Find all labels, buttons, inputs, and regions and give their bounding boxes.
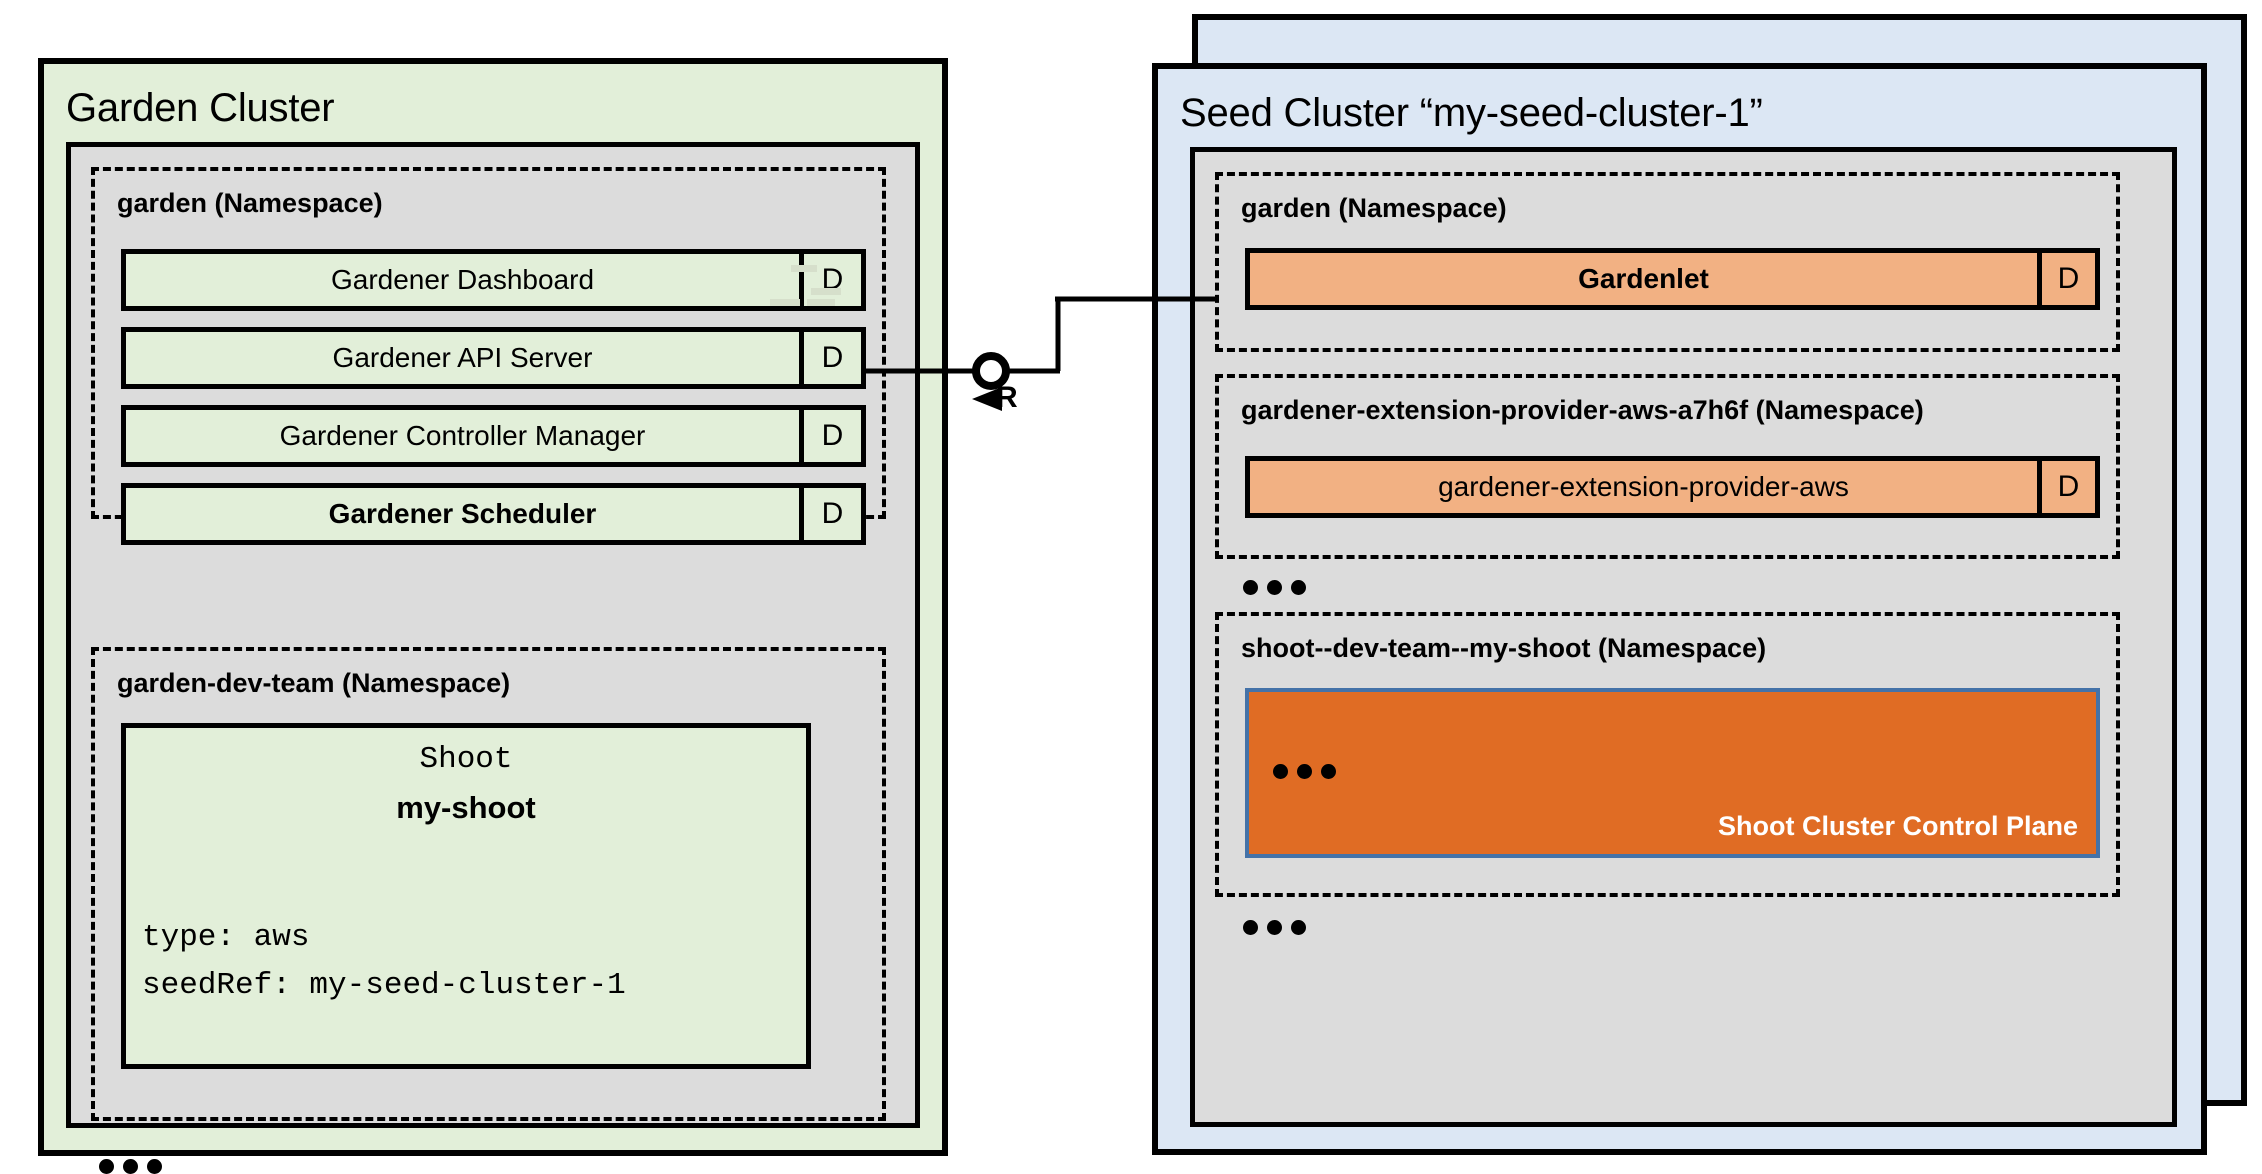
deployment-badge: D <box>799 488 861 540</box>
component-gardener-scheduler[interactable]: Gardener Scheduler D <box>121 483 866 545</box>
component-gardenlet-label: Gardenlet <box>1578 263 1709 294</box>
garden-cluster-title: Garden Cluster <box>66 86 335 130</box>
component-gardener-api-server-label: Gardener API Server <box>332 342 593 373</box>
seed-cluster-body: garden (Namespace) Gardenlet D gardener-… <box>1190 147 2177 1127</box>
component-gardener-dashboard[interactable]: Gardener Dashboard D <box>121 249 866 311</box>
namespace-shoot-dev-team-my-shoot-label: shoot--dev-team--my-shoot (Namespace) <box>1241 633 1767 663</box>
component-gardener-extension-provider-aws[interactable]: gardener-extension-provider-aws D <box>1245 456 2100 518</box>
seed-more-indicator-middle-icon <box>1243 580 1306 595</box>
component-gardener-dashboard-label: Gardener Dashboard <box>330 264 595 295</box>
control-plane-more-indicator-icon <box>1273 764 1336 779</box>
shoot-field-seedref: seedRef: my-seed-cluster-1 <box>142 968 626 1003</box>
garden-cluster-body: garden (Namespace) Gardener Dashboard D … <box>66 142 920 1174</box>
shoot-resource-name: my-shoot <box>396 790 536 825</box>
namespace-garden-dev-team: garden-dev-team (Namespace) Shoot my-sho… <box>91 647 886 1121</box>
component-gardener-extension-provider-aws-label: gardener-extension-provider-aws <box>1438 471 1849 502</box>
shoot-resource-kind: Shoot <box>419 742 513 777</box>
relation-label-r: R <box>996 381 1018 414</box>
seed-cluster-panel: Seed Cluster “my-seed-cluster-1” garden … <box>1152 63 2207 1155</box>
namespace-garden: garden (Namespace) Gardener Dashboard D … <box>91 167 886 545</box>
shoot-field-type: type: aws <box>142 920 310 955</box>
shoot-resource-card[interactable]: Shoot my-shoot type: aws seedRef: my-see… <box>121 723 811 1069</box>
deployment-badge: D <box>2037 253 2095 305</box>
component-gardener-scheduler-label: Gardener Scheduler <box>328 498 597 529</box>
component-gardener-controller-manager-label: Gardener Controller Manager <box>279 420 646 451</box>
deployment-badge: D <box>799 332 861 384</box>
namespace-gardener-extension-provider-aws: gardener-extension-provider-aws-a7h6f (N… <box>1215 374 2120 559</box>
garden-more-indicator-icon <box>99 1159 162 1174</box>
namespace-garden-dev-team-label: garden-dev-team (Namespace) <box>117 668 511 698</box>
namespace-shoot-dev-team-my-shoot: shoot--dev-team--my-shoot (Namespace) Sh… <box>1215 612 2120 897</box>
namespace-seed-garden: garden (Namespace) Gardenlet D <box>1215 172 2120 352</box>
seed-more-indicator-bottom-icon <box>1243 920 1306 935</box>
control-plane-label: Shoot Cluster Control Plane <box>1717 811 2078 841</box>
shoot-cluster-control-plane[interactable]: Shoot Cluster Control Plane <box>1245 688 2100 858</box>
namespace-gardener-extension-provider-aws-label: gardener-extension-provider-aws-a7h6f (N… <box>1241 395 1924 425</box>
component-gardenlet[interactable]: Gardenlet D <box>1245 248 2100 310</box>
component-gardener-api-server[interactable]: Gardener API Server D <box>121 327 866 389</box>
namespace-seed-garden-label: garden (Namespace) <box>1241 193 1507 223</box>
namespace-garden-label: garden (Namespace) <box>117 188 383 218</box>
seed-cluster-title: Seed Cluster “my-seed-cluster-1” <box>1180 91 1763 135</box>
component-gardener-controller-manager[interactable]: Gardener Controller Manager D <box>121 405 866 467</box>
deployment-badge: D <box>799 410 861 462</box>
garden-cluster-panel: Garden Cluster garden (Namespace) Garden… <box>38 58 948 1174</box>
deployment-badge: D <box>799 254 861 306</box>
deployment-badge: D <box>2037 461 2095 513</box>
